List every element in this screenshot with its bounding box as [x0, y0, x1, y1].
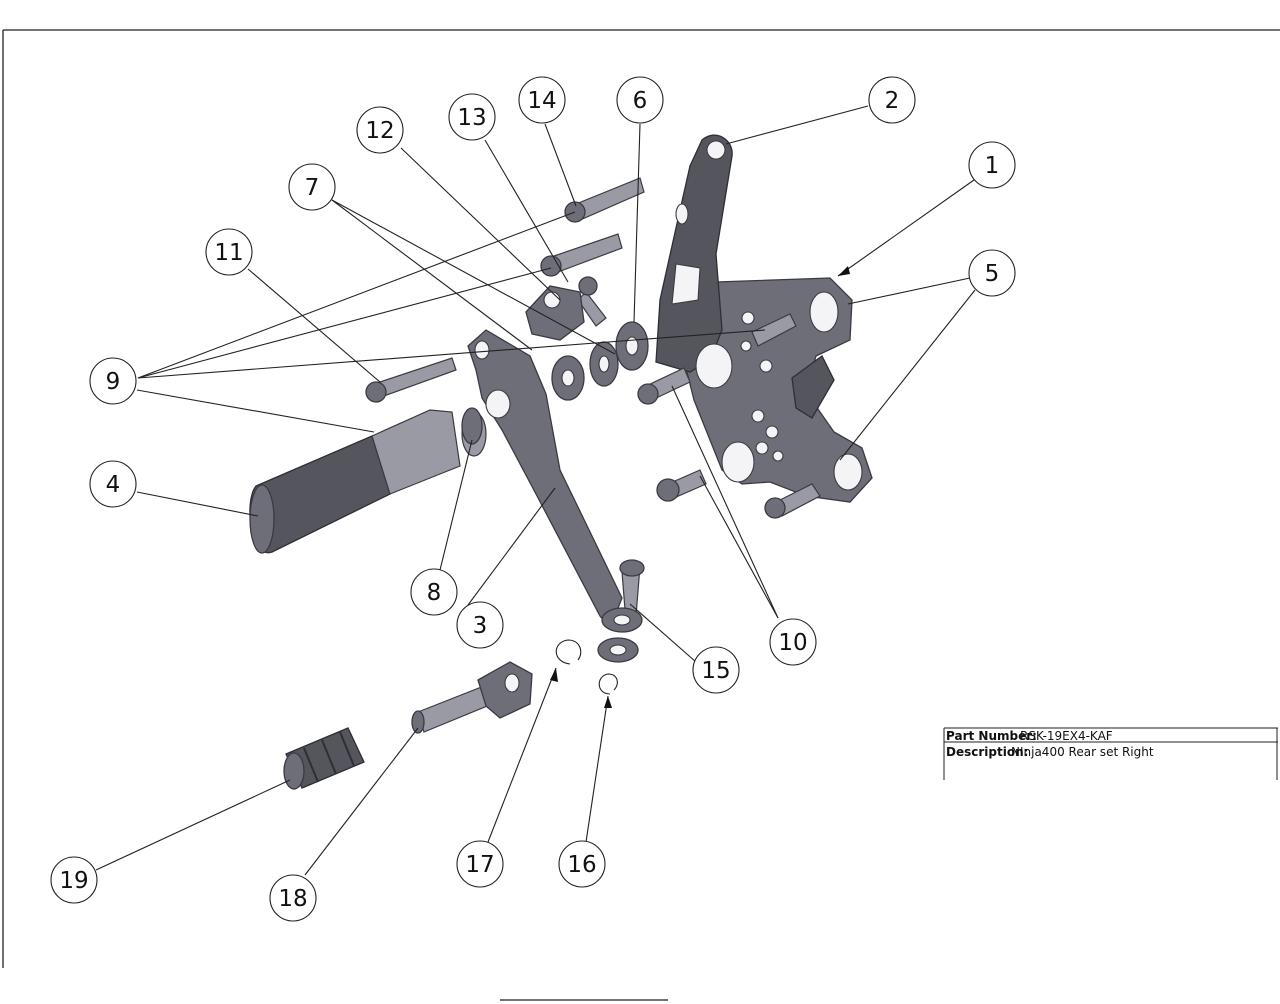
- title-block: Part Number: RSK-19EX4-KAF Description: …: [943, 727, 1278, 780]
- callout-number: 10: [778, 630, 807, 656]
- callout-balloon-15: 15: [692, 646, 740, 694]
- callout-balloon-2: 2: [868, 76, 916, 124]
- callout-balloon-3: 3: [456, 601, 504, 649]
- callout-balloon-7: 7: [288, 163, 336, 211]
- leader-lines: [95, 105, 976, 876]
- callout-balloon-13: 13: [448, 93, 496, 141]
- description-label: Description:: [946, 745, 1028, 759]
- callout-number: 9: [106, 369, 121, 395]
- callout-number: 11: [214, 240, 243, 266]
- callout-number: 8: [427, 580, 442, 606]
- clip-parts: [555, 639, 618, 695]
- description-value: NInja400 Rear set Right: [1011, 745, 1154, 759]
- shift-lever-part: [467, 329, 623, 630]
- bolt-parts: [365, 177, 645, 403]
- callout-balloon-16: 16: [558, 840, 606, 888]
- callout-number: 19: [59, 868, 88, 894]
- callout-number: 1: [985, 153, 1000, 179]
- callout-number: 4: [106, 472, 121, 498]
- pivot-bolt-parts: [637, 367, 707, 502]
- spacer-parts: [551, 321, 649, 401]
- linkage-pin-part: [597, 559, 645, 663]
- callout-number: 3: [473, 613, 488, 639]
- callout-number: 7: [305, 175, 320, 201]
- callout-number: 15: [701, 658, 730, 684]
- mount-bolt-parts: [751, 313, 821, 519]
- callout-number: 13: [457, 105, 486, 131]
- callout-number: 18: [278, 886, 307, 912]
- callout-number: 6: [633, 88, 648, 114]
- callout-number: 2: [885, 88, 900, 114]
- callout-balloon-1: 1: [968, 141, 1016, 189]
- callout-number: 17: [465, 852, 494, 878]
- leader-arrowheads: [550, 266, 850, 708]
- callout-balloon-11: 11: [205, 228, 253, 276]
- footpeg-part: [249, 409, 487, 554]
- main-bracket-part: [683, 277, 873, 503]
- part-number-value: RSK-19EX4-KAF: [1020, 729, 1113, 743]
- callout-number: 12: [365, 118, 394, 144]
- callout-balloon-10: 10: [769, 618, 817, 666]
- callout-balloon-5: 5: [968, 249, 1016, 297]
- washer-part: [461, 407, 483, 445]
- callout-balloon-9: 9: [89, 357, 137, 405]
- callout-number: 16: [567, 852, 596, 878]
- callout-number: 14: [527, 88, 556, 114]
- callout-balloon-14: 14: [518, 76, 566, 124]
- parts-illustration: [249, 134, 873, 790]
- callout-balloon-19: 19: [50, 856, 98, 904]
- callout-balloon-12: 12: [356, 106, 404, 154]
- drawing-frame: [2, 29, 1280, 1001]
- part-number-label: Part Number:: [946, 729, 1037, 743]
- callout-balloon-4: 4: [89, 460, 137, 508]
- callout-balloon-17: 17: [456, 840, 504, 888]
- hanger-arm-part: [655, 134, 733, 389]
- callout-balloon-6: 6: [616, 76, 664, 124]
- callout-number: 5: [985, 261, 1000, 287]
- callout-balloon-18: 18: [269, 874, 317, 922]
- callout-balloon-8: 8: [410, 568, 458, 616]
- shift-peg-part: [283, 727, 365, 790]
- shift-rod-part: [411, 661, 533, 734]
